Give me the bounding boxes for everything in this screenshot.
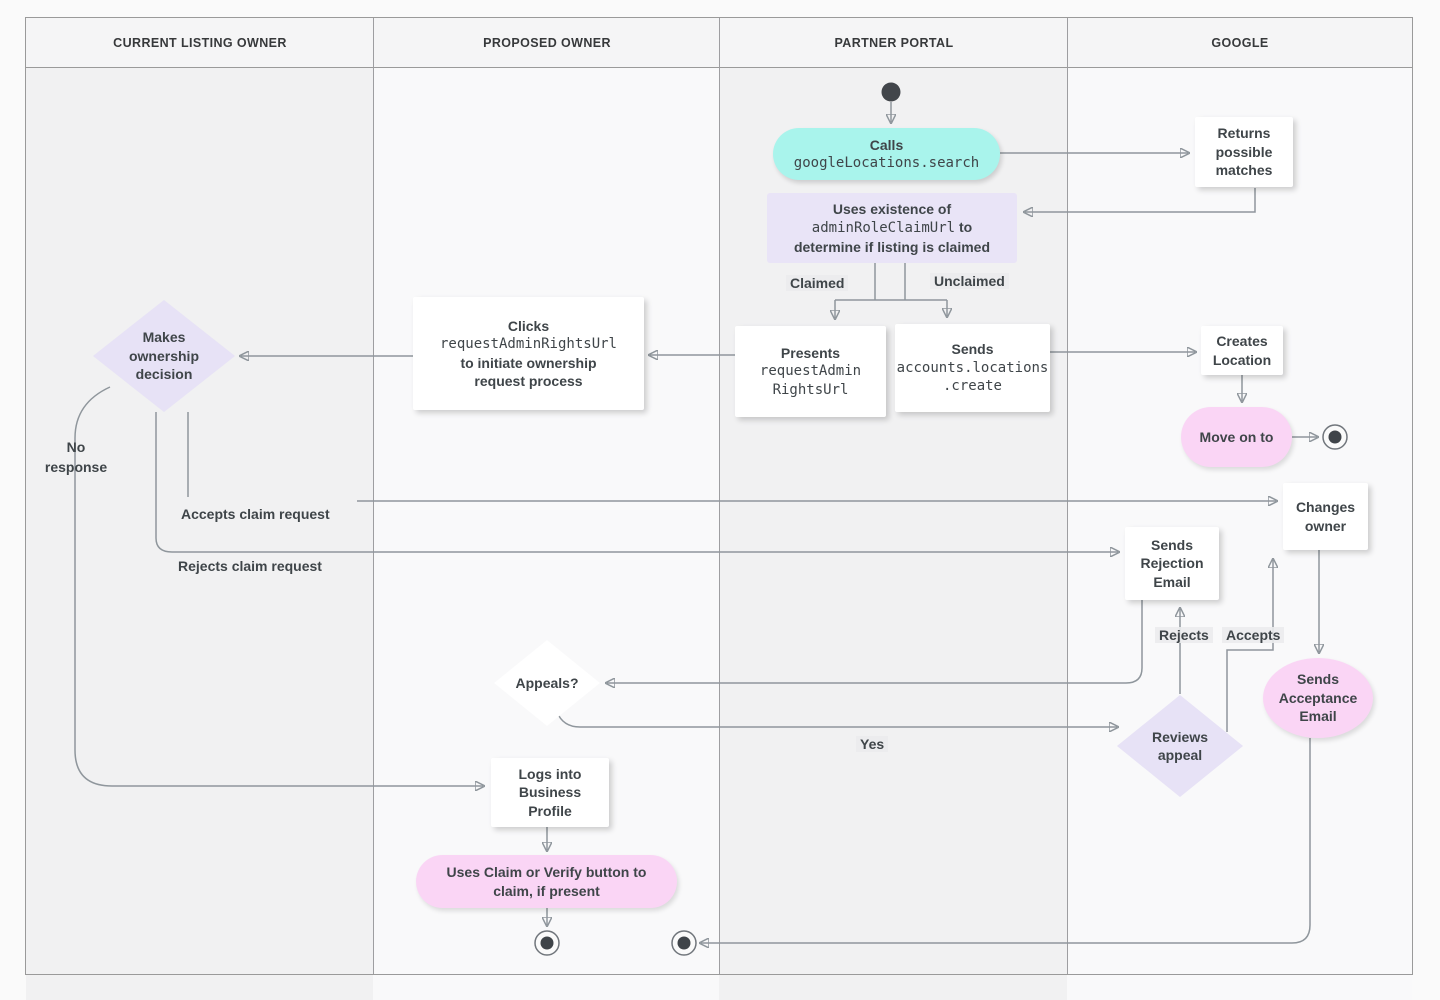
edge-label-rejects-claim-request: Rejects claim request (178, 558, 322, 574)
node-creates-location: Creates Location (1201, 326, 1283, 375)
lane-header-current-listing-owner: CURRENT LISTING OWNER (26, 18, 374, 68)
node-text: Uses Claim or Verify button to claim, if… (446, 864, 647, 899)
node-code: adminRoleClaimUrl (811, 220, 956, 237)
node-clicks-requestadminrightsurl: Clicks requestAdminRightsUrl to initiate… (413, 297, 644, 410)
edge-label-unclaimed: Unclaimed (930, 273, 1009, 289)
node-text: Sends Acceptance Email (1278, 671, 1358, 725)
edge-label-rejects: Rejects (1155, 627, 1213, 643)
node-text: Makes ownership decision (128, 329, 199, 383)
node-uses-existence-adminroleclaimurl: Uses existence of adminRoleClaimUrl to d… (767, 193, 1017, 263)
node-text: Returns possible matches (1215, 125, 1273, 179)
edge-label-accepts-claim-request: Accepts claim request (181, 506, 330, 522)
node-text: Reviews appeal (1151, 728, 1209, 763)
node-line-suffix: to (958, 219, 973, 236)
node-text: Appeals? (515, 674, 579, 691)
edge-label-no-response: No response (44, 439, 108, 476)
node-uses-claim-or-verify: Uses Claim or Verify button to claim, if… (416, 855, 677, 908)
node-title: Calls (869, 136, 904, 153)
lane-header-proposed-owner: PROPOSED OWNER (374, 18, 720, 68)
node-line: to initiate ownership (460, 354, 597, 371)
node-changes-owner: Changes owner (1283, 483, 1368, 550)
lane-title: CURRENT LISTING OWNER (113, 35, 287, 50)
lane-divider (1067, 18, 1068, 974)
node-sends-acceptance-email: Sends Acceptance Email (1263, 658, 1373, 738)
node-text: Changes owner (1295, 499, 1356, 534)
node-code: requestAdminRightsUrl (439, 336, 617, 353)
node-title: Sends (951, 341, 994, 358)
lane-divider (373, 18, 374, 974)
node-code: requestAdmin (759, 363, 862, 380)
lane-divider (719, 18, 720, 974)
edge-label-yes: Yes (856, 736, 889, 752)
lane-title: PARTNER PORTAL (834, 35, 954, 50)
node-sends-accounts-locations-create: Sends accounts.locations .create (895, 324, 1050, 412)
node-returns-possible-matches: Returns possible matches (1195, 117, 1293, 187)
node-presents-requestadminrightsurl: Presents requestAdmin RightsUrl (735, 326, 886, 417)
lane-header-partner-portal: PARTNER PORTAL (720, 18, 1068, 68)
edge-label-claimed: Claimed (786, 275, 849, 291)
node-code: googleLocations.search (793, 155, 980, 171)
lane-title: PROPOSED OWNER (483, 35, 611, 50)
node-code: accounts.locations (896, 359, 1049, 376)
node-line: determine if listing is claimed (793, 238, 991, 255)
node-text: Creates Location (1212, 333, 1272, 368)
node-code: RightsUrl (772, 381, 849, 398)
node-line: adminRoleClaimUrl to (812, 218, 972, 237)
swimlane-frame: CURRENT LISTING OWNER PROPOSED OWNER PAR… (25, 17, 1413, 975)
lane-title: GOOGLE (1211, 35, 1269, 50)
node-sends-rejection-email: Sends Rejection Email (1125, 527, 1219, 600)
node-text: Logs into Business Profile (518, 765, 582, 819)
node-title: Clicks (507, 317, 550, 334)
node-code: .create (942, 378, 1002, 395)
node-move-on-to: Move on to (1181, 407, 1292, 467)
edge-label-accepts: Accepts (1222, 627, 1285, 643)
node-line: Uses existence of (832, 200, 952, 217)
node-calls-googlelocations-search: Calls googleLocations.search (773, 128, 1000, 180)
node-text: Move on to (1199, 428, 1274, 445)
node-title: Presents (780, 344, 841, 361)
node-text: Sends Rejection Email (1140, 536, 1204, 590)
node-logs-into-business-profile: Logs into Business Profile (491, 758, 609, 827)
node-line: request process (474, 372, 583, 389)
lane-header-google: GOOGLE (1068, 18, 1412, 68)
